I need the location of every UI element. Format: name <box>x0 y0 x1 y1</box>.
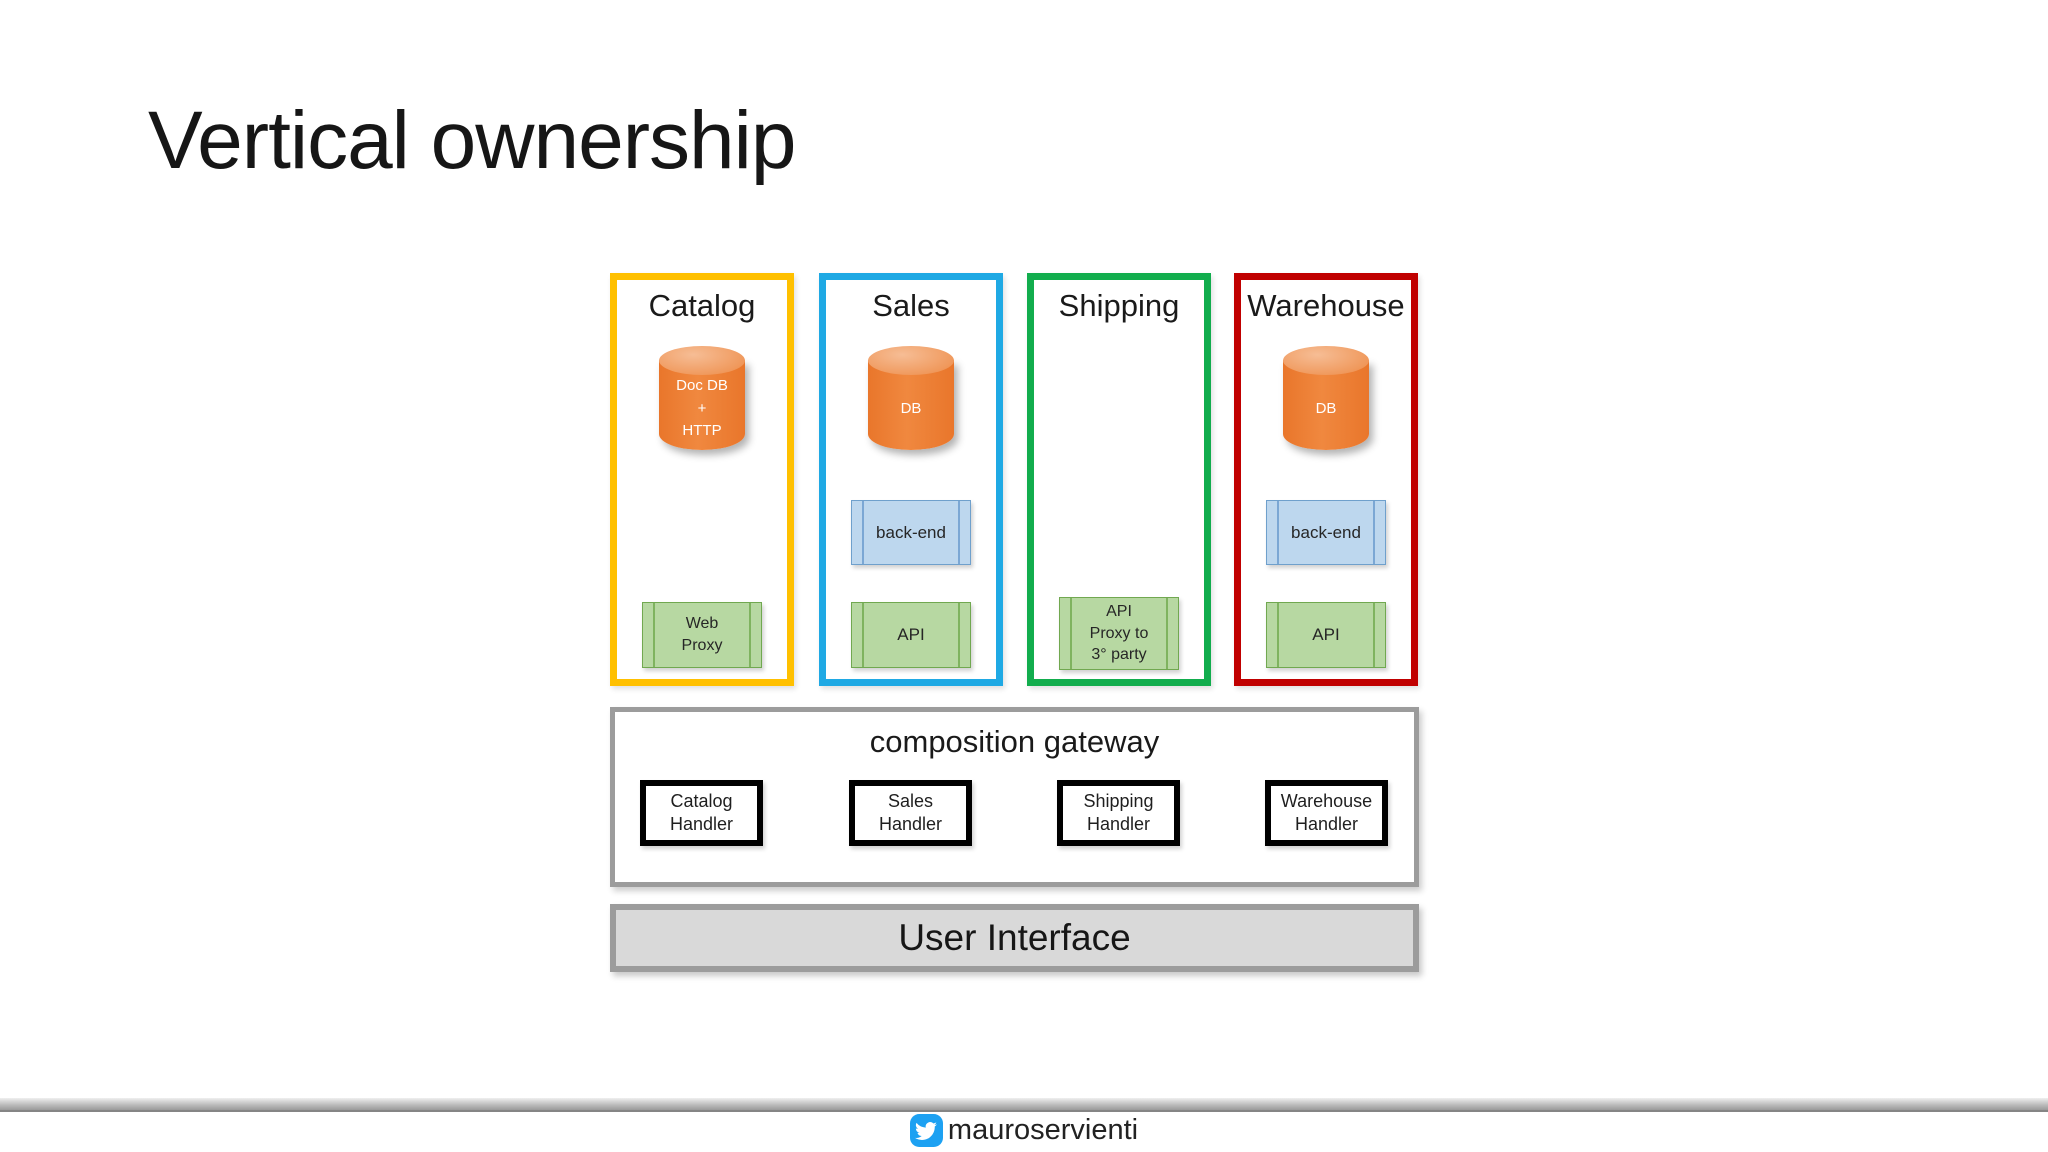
warehouse-handler-line: Warehouse <box>1280 790 1373 811</box>
cylinder-top <box>1283 346 1369 375</box>
composition-gateway-box: composition gateway Catalog Handler Sale… <box>610 707 1419 887</box>
catalog-handler-line: Catalog <box>670 790 733 811</box>
twitter-bird-icon <box>909 1114 943 1147</box>
vertical-shipping-title: Shipping <box>1058 288 1180 323</box>
vertical-catalog: Catalog Doc DB + HTTP Web Proxy <box>610 273 794 686</box>
user-interface-bar: User Interface <box>610 904 1419 972</box>
slide-title: Vertical ownership <box>148 95 796 186</box>
sales-handler-line: Sales <box>887 790 934 811</box>
cylinder-body <box>868 360 954 450</box>
twitter-handle: mauroservienti <box>947 1114 1139 1146</box>
catalog-db-line: HTTP <box>682 422 722 440</box>
catalog-web-proxy-line: Web <box>685 614 719 632</box>
sales-backend-label: back-end <box>876 522 946 542</box>
warehouse-db-label: DB <box>1283 368 1369 450</box>
shipping-handler-box: Shipping Handler <box>1057 780 1180 846</box>
shipping-api-proxy-line: API <box>1106 603 1132 621</box>
cylinder-top <box>659 346 745 375</box>
warehouse-api-box: API <box>1266 602 1386 668</box>
sales-db-label: DB <box>868 368 954 450</box>
sales-db-line: DB <box>900 399 922 417</box>
warehouse-backend-box: back-end <box>1266 500 1386 565</box>
sales-api-box: API <box>851 602 971 668</box>
vertical-sales: Sales DB back-end API <box>819 273 1003 686</box>
user-interface-label: User Interface <box>898 917 1131 958</box>
warehouse-handler-line: Handler <box>1294 814 1359 834</box>
cylinder-top <box>868 346 954 375</box>
vertical-sales-title: Sales <box>872 288 950 323</box>
warehouse-db-line: DB <box>1315 399 1337 417</box>
sales-handler-box: Sales Handler <box>849 780 972 846</box>
catalog-web-proxy-line: Proxy <box>681 637 723 654</box>
shipping-api-proxy-line: Proxy to <box>1089 624 1149 642</box>
bottom-divider-bar <box>0 1098 2048 1112</box>
catalog-db-line: Doc DB <box>676 377 728 395</box>
vertical-shipping: Shipping API Proxy to 3° party <box>1027 273 1211 686</box>
catalog-database-cylinder-icon: Doc DB + HTTP <box>659 346 745 450</box>
cylinder-body <box>659 360 745 450</box>
warehouse-api-label: API <box>1312 624 1340 644</box>
cylinder-body <box>1283 360 1369 450</box>
sales-backend-box: back-end <box>851 500 971 565</box>
catalog-handler-line: Handler <box>669 814 734 834</box>
vertical-warehouse-title: Warehouse <box>1247 288 1405 323</box>
catalog-handler-box: Catalog Handler <box>640 780 763 846</box>
sales-api-label: API <box>897 624 925 644</box>
warehouse-handler-box: Warehouse Handler <box>1265 780 1388 846</box>
footer: mauroservienti <box>0 1114 2048 1147</box>
catalog-db-label: Doc DB + HTTP <box>659 368 745 450</box>
shipping-api-proxy-line: 3° party <box>1091 646 1147 664</box>
sales-handler-line: Handler <box>878 814 943 834</box>
catalog-db-line: + <box>697 399 707 417</box>
shipping-handler-line: Shipping <box>1083 790 1154 811</box>
shipping-api-proxy-box: API Proxy to 3° party <box>1059 597 1179 670</box>
warehouse-database-cylinder-icon: DB <box>1283 346 1369 450</box>
sales-database-cylinder-icon: DB <box>868 346 954 450</box>
composition-gateway-title: composition gateway <box>869 724 1160 759</box>
warehouse-backend-label: back-end <box>1291 522 1361 542</box>
shipping-handler-line: Handler <box>1086 814 1151 834</box>
catalog-web-proxy-box: Web Proxy <box>642 602 762 668</box>
vertical-warehouse: Warehouse DB back-end API <box>1234 273 1418 686</box>
vertical-catalog-title: Catalog <box>648 288 756 323</box>
